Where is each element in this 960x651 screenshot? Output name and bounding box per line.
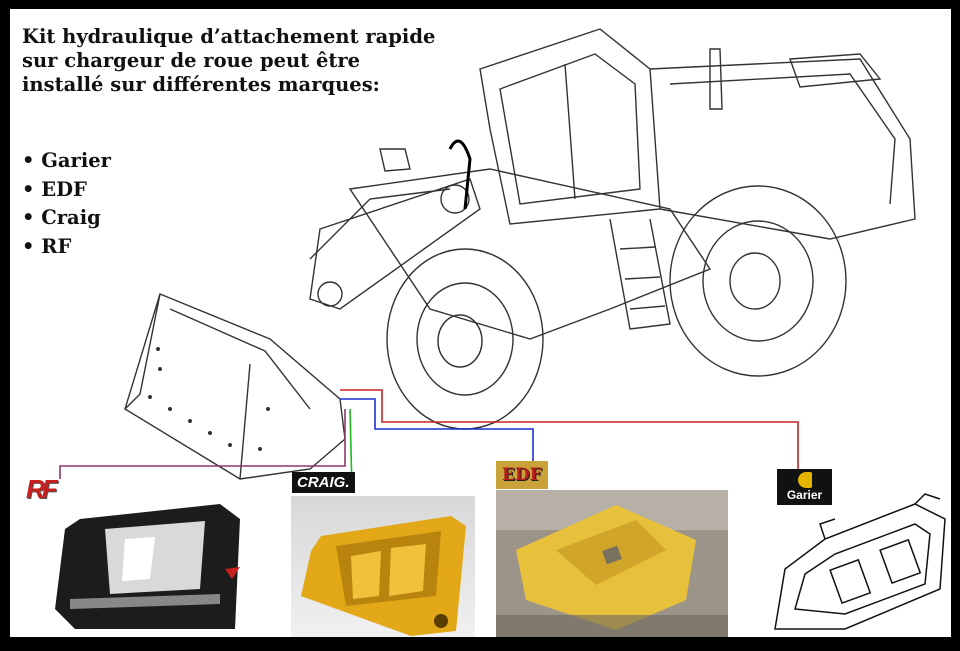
craig-logo: CRAIG. bbox=[292, 472, 355, 493]
craig-coupler-image bbox=[291, 496, 475, 637]
brand-item-rf: RF bbox=[22, 233, 111, 262]
garier-logo-text: Garier bbox=[786, 488, 823, 502]
connector-edf bbox=[340, 398, 534, 464]
edf-logo: EDF bbox=[496, 461, 548, 489]
wheel-loader-drawing bbox=[124, 28, 916, 480]
garier-emblem-icon bbox=[797, 472, 812, 488]
edf-coupler-image bbox=[496, 490, 728, 637]
diagram-canvas: Kit hydraulique d’attachement rapide sur… bbox=[10, 9, 951, 637]
rf-logo: RF bbox=[26, 474, 58, 504]
garier-coupler-drawing bbox=[765, 489, 951, 637]
rf-coupler-image bbox=[50, 499, 245, 634]
connector-garier bbox=[340, 389, 799, 471]
brand-item-edf: EDF bbox=[22, 176, 111, 205]
diagram-title: Kit hydraulique d’attachement rapide sur… bbox=[22, 25, 436, 96]
brand-item-garier: Garier bbox=[22, 147, 111, 176]
connector-rf bbox=[59, 409, 346, 479]
brand-item-craig: Craig bbox=[22, 204, 111, 233]
brand-list: Garier EDF Craig RF bbox=[22, 147, 111, 261]
garier-logo: Garier bbox=[777, 469, 832, 505]
